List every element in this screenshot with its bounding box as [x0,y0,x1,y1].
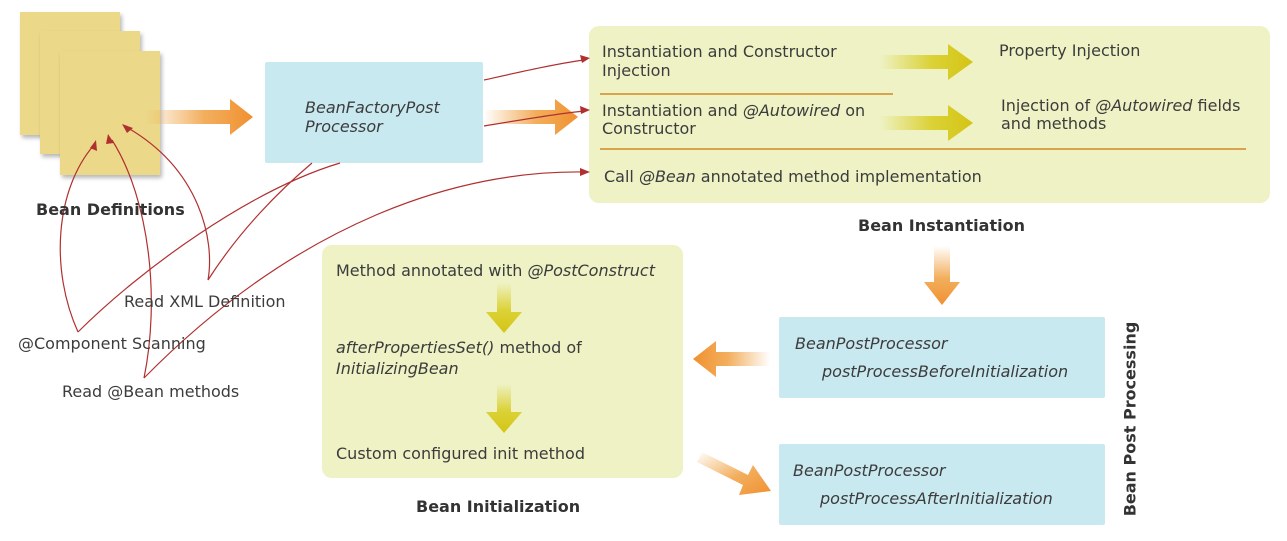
postconstruct-text-a: Method annotated with [336,261,528,280]
autowired-fields-label-line1: Injection of @Autowired fields [1001,96,1240,115]
bfpp-label-line1: BeanFactoryPost [305,98,440,117]
autowired-fields-text-b: @Autowired [1095,96,1193,115]
afterpropertiesset-text-a: afterPropertiesSet() [336,338,495,357]
afterpropertiesset-label-line1: afterPropertiesSet() method of [336,338,582,357]
autowired-fields-text-c: fields [1192,96,1241,115]
afterpropertiesset-label-line2: InitializingBean [336,359,459,378]
instantiation-divider-2 [600,148,1246,150]
bean-definitions-caption: Bean Definitions [36,200,185,219]
bfpp-label-line2: Processor [305,117,383,136]
curve-xml-to-bfpp [207,162,313,281]
constructor-injection-label-line1: Instantiation and Constructor [602,42,837,61]
read-bean-methods-label: Read @Bean methods [62,382,240,401]
bpp-before-label-line2: postProcessBeforeInitialization [822,362,1069,381]
bean-post-processing-caption: Bean Post Processing [1120,321,1140,517]
bpp-after-label-line1: BeanPostProcessor [793,461,946,480]
postconstruct-label: Method annotated with @PostConstruct [336,261,655,280]
autowired-constructor-text-c: on [840,101,866,120]
instantiation-divider-1 [600,93,893,95]
arrow-instantiation-to-bpp-before [924,246,960,305]
bean-initialization-caption: Bean Initialization [416,497,581,516]
bean-instantiation-caption: Bean Instantiation [858,216,1025,235]
arrow-bpp-before-to-initialization [693,341,770,377]
component-scanning-label: @Component Scanning [18,334,206,353]
property-injection-label: Property Injection [999,41,1141,60]
arrow-autowired-ctor-to-autowired-fields [880,105,973,141]
custom-init-method-label: Custom configured init method [336,444,585,463]
autowired-fields-text-a: Injection of [1001,96,1096,115]
autowired-constructor-label-line1: Instantiation and @Autowired on [602,101,865,120]
bean-definition-sheet-front [60,51,160,175]
read-xml-definition-label: Read XML Definition [124,292,286,311]
curve-xml-to-sheets [127,127,211,281]
bpp-before-init-box [779,317,1105,398]
curve-component-to-bfpp [77,162,341,333]
bean-factory-post-processor-box [265,62,483,163]
call-bean-text-c: annotated method implementation [695,167,982,186]
autowired-constructor-text-b: @Autowired [742,101,841,120]
arrow-afterpropertiesset-to-init-method [486,384,522,433]
call-bean-text-b: @Bean [638,167,696,186]
curve-bean-methods-to-call-bean [143,171,585,379]
constructor-injection-label-line2: Injection [602,61,671,80]
arrow-initialization-to-bpp-after [697,452,771,495]
bpp-after-init-box [779,444,1105,525]
curve-bean-methods-to-sheets [111,139,152,379]
postconstruct-text-b: @PostConstruct [527,261,655,280]
bpp-before-label-line1: BeanPostProcessor [795,334,948,353]
autowired-constructor-text-a: Instantiation and [602,101,743,120]
call-bean-text-a: Call [604,167,639,186]
autowired-fields-label-line2: and methods [1001,114,1107,133]
call-bean-method-label: Call @Bean annotated method implementati… [604,167,982,186]
curve-bfpp-to-autowired [483,110,585,127]
curve-bfpp-to-constructor-injection [483,59,585,81]
arrow-constructor-to-property-injection [880,44,973,80]
arrow-bfpp-to-instantiation [484,99,578,135]
arrow-definitions-to-bfpp [145,99,253,135]
curve-component-to-sheets [59,144,95,333]
arrow-postconstruct-to-afterpropertiesset [486,283,522,333]
afterpropertiesset-text-b: method of [494,338,582,357]
bpp-after-label-line2: postProcessAfterInitialization [820,489,1053,508]
autowired-constructor-label-line2: Constructor [602,119,696,138]
